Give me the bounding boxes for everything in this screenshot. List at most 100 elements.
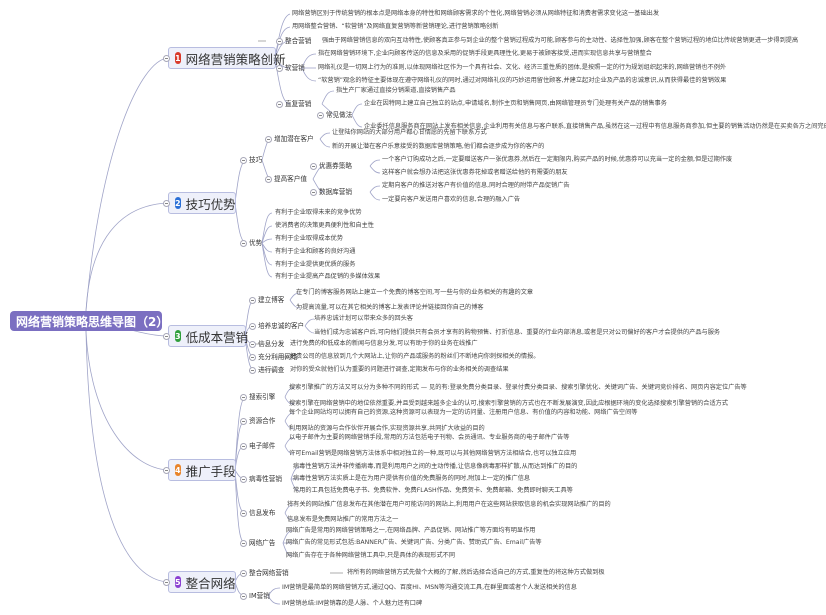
collapse-toggle[interactable] xyxy=(249,323,256,330)
node-direct-marketing[interactable]: 直复营销 xyxy=(285,100,312,108)
collapse-toggle[interactable] xyxy=(163,55,170,62)
leaf-text: 定期向客户的推送对客户有价值的信息,同时合理的附带产品促销广告 xyxy=(382,182,570,189)
node-increase-potential-customers[interactable]: 增加潜在客户 xyxy=(274,135,314,143)
leaf-text: 将所有的网络营销方式先做个大概的了解,然后选择合适自己的方式,重复性的将这种方式… xyxy=(347,569,605,576)
priority-5-icon: 5 xyxy=(175,576,181,588)
branch-label: 推广手段 xyxy=(185,463,236,479)
leaf-text: 病毒性营销方法实质上是在为用户提供有价值的免费服务的同时,附加上一定的推广信息 xyxy=(293,475,531,482)
branch-node-skills-advantages[interactable]: 2 技巧优势 xyxy=(168,192,236,214)
node-integrated-marketing[interactable]: 整合营销 xyxy=(285,37,312,45)
node-common-practices[interactable]: 常见做法 xyxy=(326,111,353,119)
node-loyal-customers[interactable]: 培养忠诚的客户 xyxy=(258,322,305,330)
node-im-marketing[interactable]: IM营销 xyxy=(249,592,270,600)
collapse-toggle[interactable] xyxy=(240,240,247,247)
leaf-text: 对你的受众就他们认为重要的问题进行调查,定期发布与你的业务相关的调查结果 xyxy=(290,366,509,373)
leaf-text: 许可Email营销是网络营销方法体系中相对独立的一种,既可以与其他网络营销方法相… xyxy=(289,450,577,457)
priority-1-icon: 1 xyxy=(175,52,181,64)
collapse-toggle[interactable] xyxy=(240,157,247,164)
node-database-marketing[interactable]: 数据库营销 xyxy=(319,188,352,196)
node-resource-cooperation[interactable]: 资源合作 xyxy=(249,417,276,425)
leaf-text: 网络广告是常用的网络营销策略之一,在网络品牌、产品促销、网站推广等方面均有明显作… xyxy=(286,527,536,534)
priority-2-icon: 2 xyxy=(175,197,181,209)
collapse-toggle[interactable] xyxy=(240,443,247,450)
priority-4-icon: 4 xyxy=(175,464,181,476)
branch-node-low-cost-marketing[interactable]: 3 低成本营销 xyxy=(168,325,249,347)
node-survey[interactable]: 进行调查 xyxy=(258,366,285,374)
leaf-text: 进行免费的和低成本的新闻与信息分发,可以有助于你的业务在线推广 xyxy=(290,340,478,347)
collapse-toggle[interactable] xyxy=(249,341,256,348)
collapse-toggle[interactable] xyxy=(240,418,247,425)
leaf-text: 搜索引擎在网络营销中的地位依然重要,并且受到越来越多企业的认可,搜索引擎营销的方… xyxy=(289,400,729,407)
leaf-text: IM营销总结:IM营销靠的是人脉、个人魅力还有口碑 xyxy=(282,600,423,607)
branch-node-promotion[interactable]: 4 推广手段 xyxy=(168,459,236,481)
leaf-text: 有利于企业和顾客的良好沟通 xyxy=(275,248,356,255)
collapse-toggle[interactable] xyxy=(163,467,170,474)
node-use-network[interactable]: 充分利用网络 xyxy=(258,353,298,361)
leaf-text: 每个企业网站均可以拥有自己的资源,这种资源可以表现为一定的访问量、注册用户信息、… xyxy=(289,409,638,416)
node-raise-customer-value[interactable]: 提高客户值 xyxy=(274,175,307,183)
collapse-toggle[interactable] xyxy=(163,200,170,207)
leaf-text: 培养忠诚计划可以带来众多的回头客 xyxy=(314,315,413,322)
collapse-toggle[interactable] xyxy=(276,38,283,45)
collapse-toggle[interactable] xyxy=(310,189,317,196)
leaf-text: 这样客户就会想办法把这张优惠券花掉或者赠送给他的有需要的朋友 xyxy=(382,169,568,176)
branch-label: 网络营销策略创新 xyxy=(185,51,286,67)
collapse-toggle[interactable] xyxy=(240,394,247,401)
node-info-distribution[interactable]: 信息分发 xyxy=(258,340,285,348)
collapse-toggle[interactable] xyxy=(276,101,283,108)
node-info-publishing[interactable]: 信息发布 xyxy=(249,509,276,517)
leaf-text: 让登陆你网站的大部分用户都心甘情愿的先留下联系方式 xyxy=(332,129,487,136)
collapse-toggle[interactable] xyxy=(240,540,247,547)
leaf-text: 网络广告的常见形式包括:BANNER广告、关键词广告、分类广告、赞助式广告、Em… xyxy=(286,539,542,546)
leaf-text: 企业委托信息服务商在网站上发布相关信息,企业利用有关信息与客户联系,直接销售产品… xyxy=(364,123,826,130)
leaf-text: 把贵公司的信息放到几个大网站上,让你的产品或服务的粉丝们不断地向你刺探相关的情报… xyxy=(290,353,540,360)
branch-node-integrated-network[interactable]: 5 整合网络 xyxy=(168,571,236,593)
node-web-ads[interactable]: 网络广告 xyxy=(249,539,276,547)
leaf-text: 搜索引擎推广的方法又可以分为多种不同的形式 — 见的有:登录免费分类目录、登录付… xyxy=(289,384,747,391)
leaf-text: 一定要向客户发送用户喜欢的信息,合理的融入广告 xyxy=(382,196,521,203)
leaf-text: 利用网站的资源与合作伙伴开展合作,实现资源共享,共同扩大收益的目的 xyxy=(289,425,485,432)
root-node[interactable]: 网络营销策略思维导图（2） xyxy=(10,311,168,331)
collapse-toggle[interactable] xyxy=(317,112,324,119)
leaf-text: 强由于网络营销信息的双向互动特性,使顾客真正参与到企业的整个营销过程成为可能,顾… xyxy=(322,37,799,44)
collapse-toggle[interactable] xyxy=(265,136,272,143)
leaf-text: 病毒性营销方法并非传播病毒,而是利用用户之间的主动传播,让信息像病毒那样扩散,从… xyxy=(293,463,578,470)
collapse-toggle[interactable] xyxy=(240,476,247,483)
leaf-text: 网络营销区别于传统营销的根本点是网络本身的特性和网络顾客需求的个性化,网络营销必… xyxy=(292,10,660,17)
node-viral-marketing[interactable]: 病毒性营销 xyxy=(249,475,282,483)
leaf-text: 以电子邮件为主要的网络营销手段,常用的方法包括电子刊物、会员通讯、专业服务商的电… xyxy=(289,434,570,441)
leaf-text: 常用的工具包括免费电子书、免费软件、免费FLASH作品、免费贺卡、免费邮箱、免费… xyxy=(293,487,573,494)
node-integrated-network-marketing[interactable]: 整合网络营销 xyxy=(249,569,289,577)
collapse-toggle[interactable] xyxy=(249,367,256,374)
leaf-text: 网络广告存在于各种网络营销工具中,只是具体的表现形式不同 xyxy=(286,552,456,559)
branch-label: 低成本营销 xyxy=(185,329,249,345)
leaf-text: 有利于企业提供更优质的服务 xyxy=(275,261,356,268)
node-email[interactable]: 电子邮件 xyxy=(249,442,276,450)
leaf-text: 有利于企业提高产品促销的多媒体效果 xyxy=(275,273,381,280)
node-advantages[interactable]: 优势 xyxy=(249,239,263,247)
collapse-toggle[interactable] xyxy=(240,593,247,600)
collapse-toggle[interactable] xyxy=(310,163,317,170)
collapse-toggle[interactable] xyxy=(249,354,256,361)
node-build-blog[interactable]: 建立博客 xyxy=(258,296,285,304)
collapse-toggle[interactable] xyxy=(249,297,256,304)
leaf-text: 新的开展让潜在客户乐意接受的数据库营销策略,他们都会逐步成为你的客户的 xyxy=(332,143,545,150)
collapse-toggle[interactable] xyxy=(265,176,272,183)
collapse-toggle[interactable] xyxy=(163,333,170,340)
leaf-text: 当他们成为忠诚客户后,可向他们提供只有会员才享有的购物预售、打折信息、重要的行业… xyxy=(314,329,721,336)
leaf-text: 用网络整合营销、“软营销”及网络直复营销等新营销理论,进行营销策略创新 xyxy=(292,23,499,30)
node-soft-marketing[interactable]: 软营销 xyxy=(285,64,305,72)
branch-node-strategy-innovation[interactable]: 1 网络营销策略创新 xyxy=(168,47,286,69)
leaf-text: 企业在因特网上建立自己独立的站点,申请域名,制作主页和销售网页,由网络管理员专门… xyxy=(364,100,667,107)
branch-label: 技巧优势 xyxy=(185,196,236,212)
collapse-toggle[interactable] xyxy=(163,579,170,586)
leaf-text: 信息发布是免费网站推广的常用方法之一 xyxy=(287,516,399,523)
collapse-toggle[interactable] xyxy=(276,65,283,72)
node-search-engine[interactable]: 搜索引擎 xyxy=(249,393,276,401)
collapse-toggle[interactable] xyxy=(240,570,247,577)
node-skills[interactable]: 技巧 xyxy=(249,156,263,164)
node-coupon-strategy[interactable]: 优惠券策略 xyxy=(319,162,352,170)
leaf-text: “软营销”观念的特征主要体现在遵守网络礼仪的同时,通过对网络礼仪的巧妙运用留住顾… xyxy=(318,77,727,84)
collapse-toggle[interactable] xyxy=(240,510,247,517)
branch-label: 整合网络 xyxy=(185,575,236,591)
